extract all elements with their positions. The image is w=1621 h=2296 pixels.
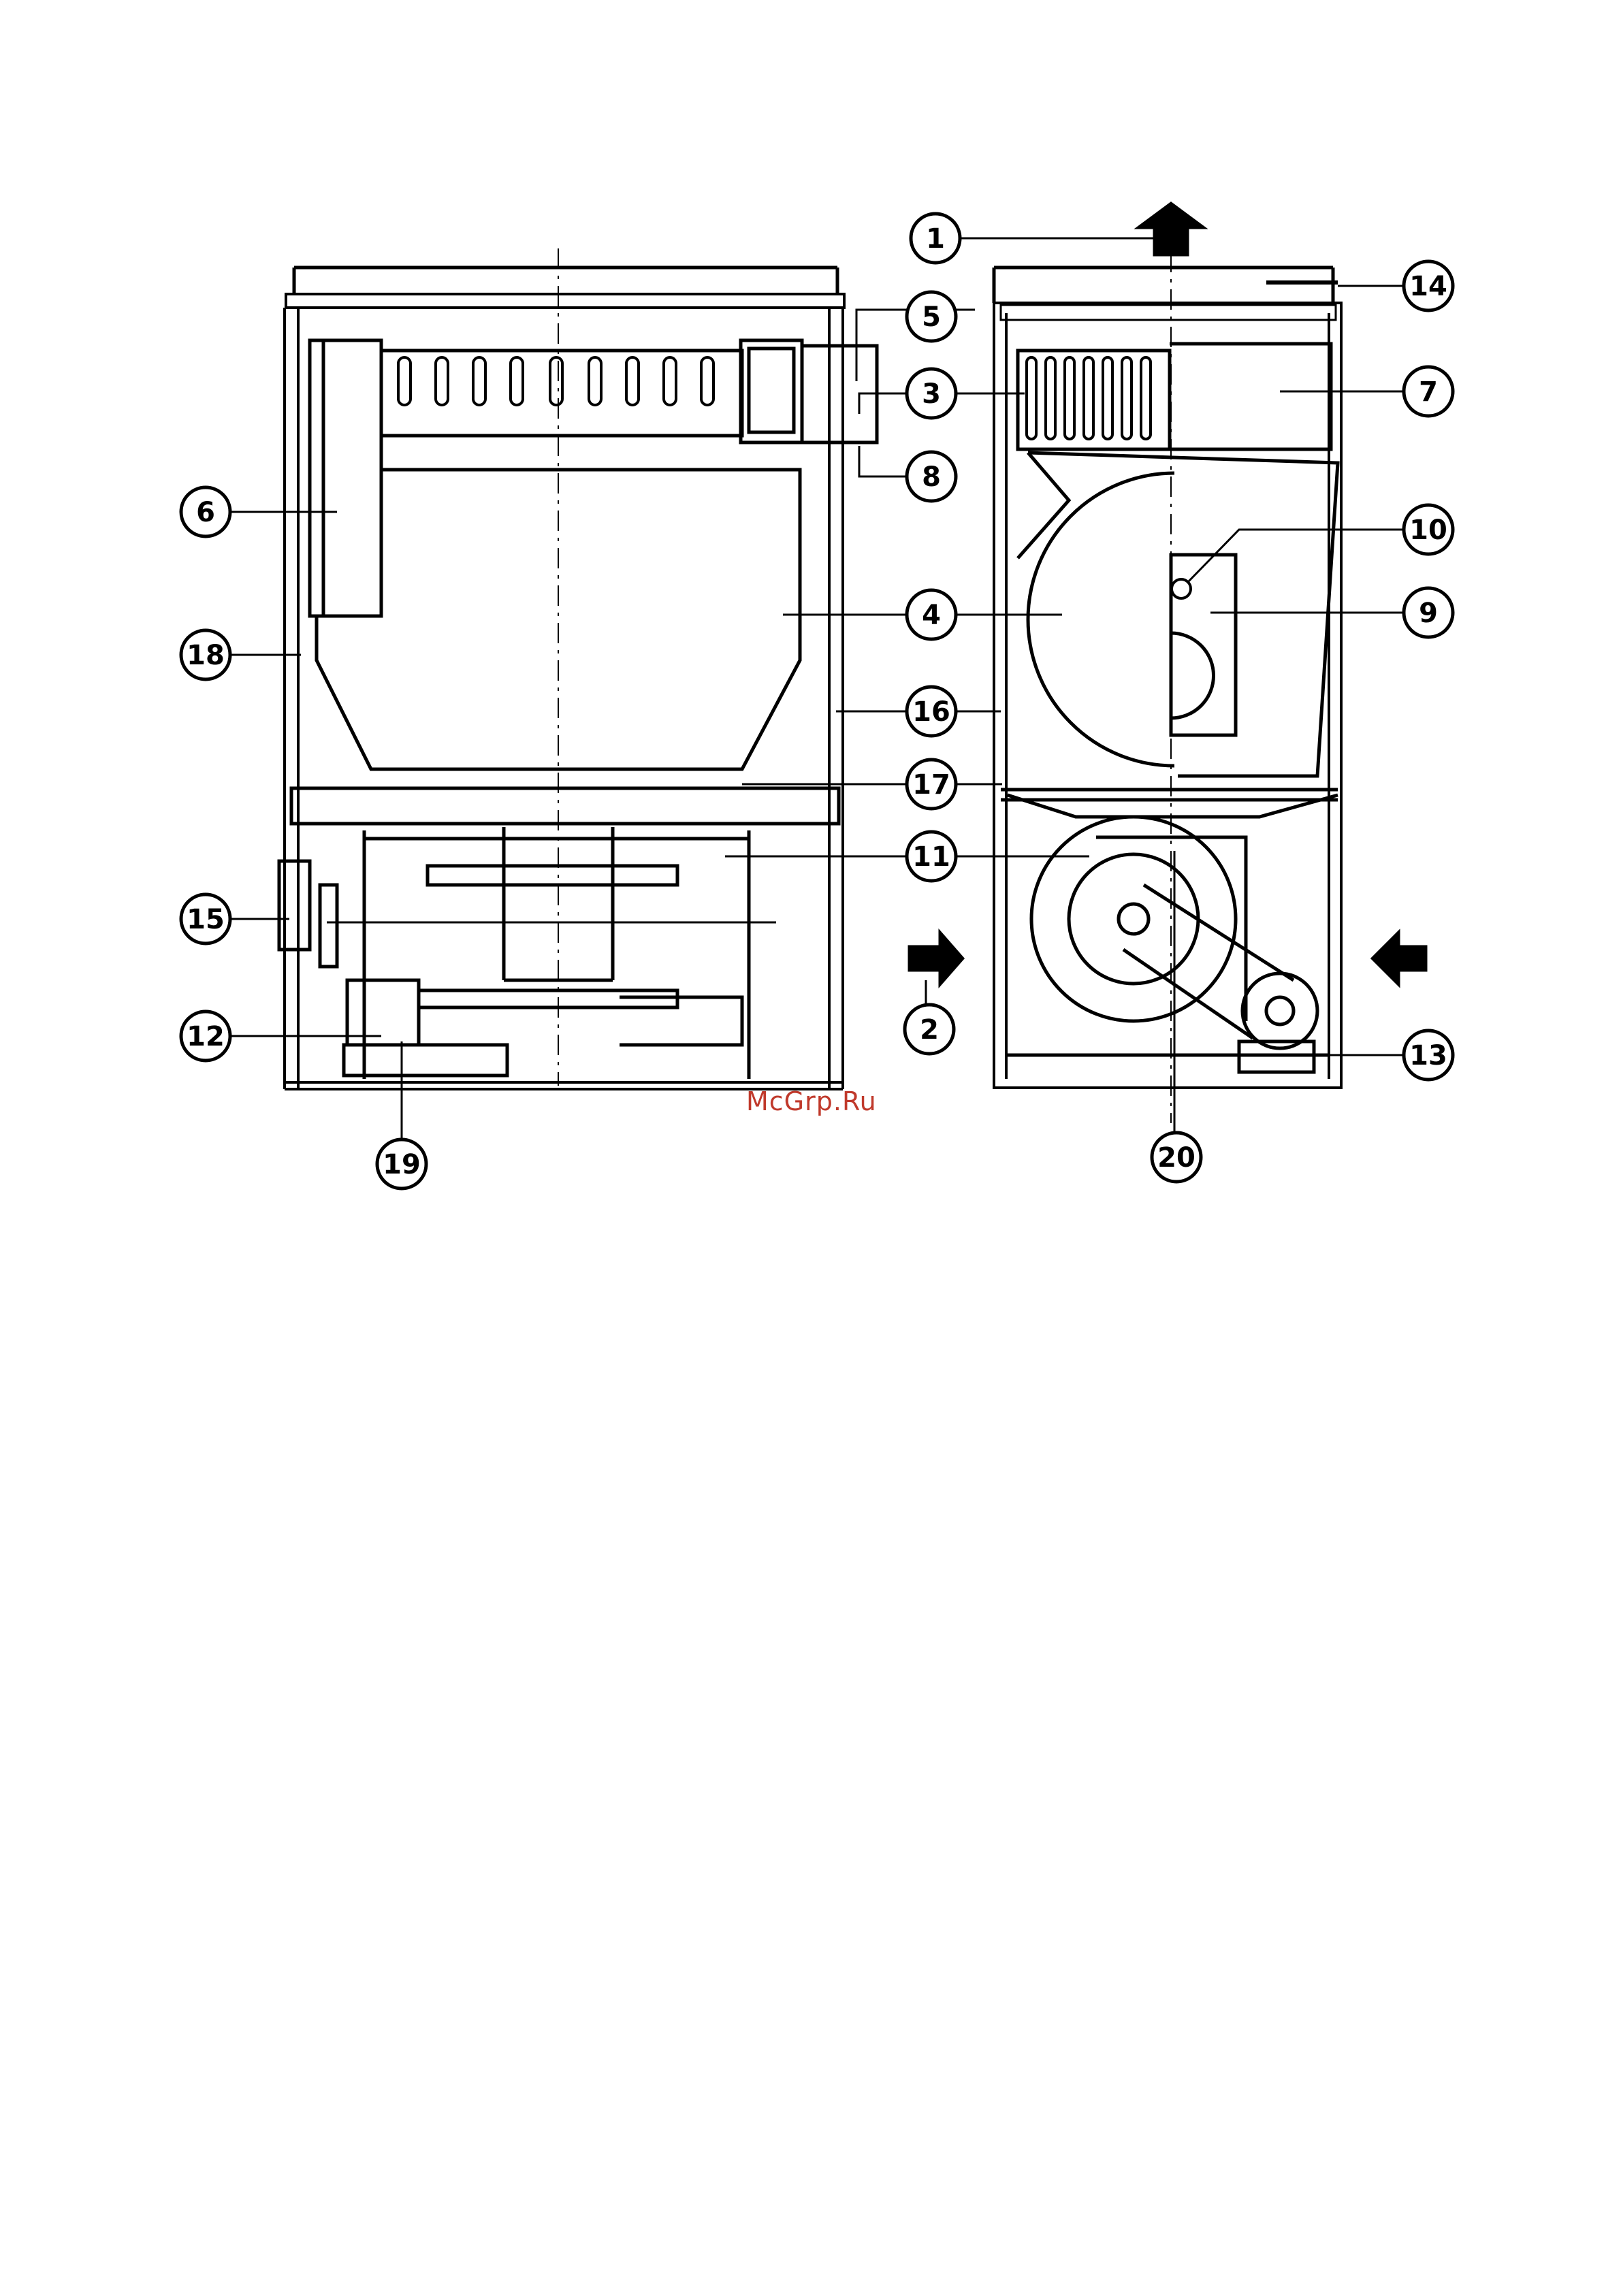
callout-7-label: 7 [1419,376,1438,408]
callout-2: 2 [905,1005,954,1054]
side-top-rail [1001,305,1336,320]
callout-4-label: 4 [922,600,941,631]
callout-20-label: 20 [1157,1142,1195,1174]
front-slots [398,357,713,405]
callout-3-label: 3 [922,378,941,410]
callout-20: 20 [1152,1133,1201,1182]
callout-10: 10 [1404,505,1453,554]
callout-6-label: 6 [196,497,215,528]
callout-16: 16 [907,687,956,736]
callout-13: 13 [1404,1031,1453,1080]
callout-18: 18 [181,630,230,679]
callout-19-label: 19 [383,1149,421,1180]
callout-17: 17 [907,760,956,809]
callout-12-label: 12 [187,1021,225,1052]
side-motor-hub [1266,997,1294,1024]
callout-4: 4 [907,590,956,639]
callout-8: 8 [907,452,956,501]
front-top-cap [294,268,837,294]
callout-6: 6 [181,487,230,536]
callout-9: 9 [1404,588,1453,637]
side-view [994,252,1341,1123]
watermark: McGrp.Ru [746,1086,877,1116]
front-duct-6 [310,340,381,616]
callout-15: 15 [181,894,230,943]
side-bearing-arc [1171,633,1214,718]
callout-18-label: 18 [187,640,225,671]
front-motor-base [344,1045,507,1076]
side-drum-arc [1028,473,1174,766]
side-top-cap [994,268,1333,303]
side-sensor-10 [1172,579,1191,598]
front-pulley-15 [279,861,337,967]
side-motor-pulley [1242,973,1317,1048]
exhaust-arrow-icon [1137,203,1205,255]
front-shaft-bar [428,866,677,885]
callout-7: 7 [1404,367,1453,416]
callout-13-label: 13 [1409,1040,1447,1071]
callout-10-label: 10 [1409,515,1447,546]
front-mid-rail [291,788,839,824]
callout-15-label: 15 [187,904,225,935]
callout-2-label: 2 [920,1014,939,1046]
front-top-rail [286,294,844,308]
side-fan-housing [1031,817,1236,1021]
callout-16-label: 16 [912,696,950,728]
front-burner-box [741,340,802,442]
intake-arrow-right-icon [1372,931,1426,986]
side-bearing-plate-9 [1171,555,1236,735]
callout-14-label: 14 [1409,271,1447,302]
callout-19: 19 [377,1139,426,1189]
callout-11-label: 11 [912,841,950,873]
front-frame-left [285,308,298,1089]
front-frame-right [829,308,843,1089]
callout-11: 11 [907,832,956,881]
callout-8-label: 8 [922,462,941,493]
front-view [279,248,877,1089]
callout-1-label: 1 [926,223,945,255]
side-panel-7 [1170,344,1331,449]
callout-1: 1 [911,214,960,263]
side-fan-rotor [1069,854,1198,984]
front-lower-frame [364,830,749,1079]
side-mid-rail [1001,790,1338,800]
callout-5-label: 5 [922,302,941,333]
callout-3: 3 [907,369,956,418]
callout-14: 14 [1404,261,1453,310]
intake-arrow-left-icon [909,931,963,986]
callout-12: 12 [181,1012,230,1061]
side-duct-wedge [1018,453,1069,558]
side-fan-hub [1119,904,1149,934]
side-coil-fins [1027,357,1151,439]
callout-9-label: 9 [1419,598,1438,629]
callout-17-label: 17 [912,769,950,801]
front-motor-12 [347,980,742,1045]
callout-5: 5 [907,292,956,341]
